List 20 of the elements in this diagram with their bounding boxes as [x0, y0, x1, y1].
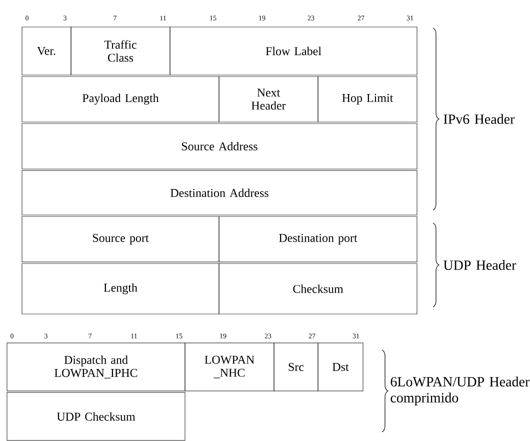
field-cell: Payload Length	[22, 76, 220, 122]
field-cell: Source Address	[22, 123, 418, 170]
field-cell: Dispatch and LOWPAN_IPHC	[6, 342, 186, 392]
field-cell: Dst	[318, 342, 364, 392]
header-label: 6LoWPAN/UDP Header comprimido	[390, 376, 530, 406]
field-cell: Traffic Class	[70, 26, 170, 76]
field-cell: Length	[22, 263, 220, 314]
field-cell: Flow Label	[170, 26, 418, 76]
field-cell: LOWPAN _NHC	[184, 342, 274, 392]
header-label: IPv6 Header	[444, 114, 515, 124]
field-cell: Next Header	[218, 76, 318, 122]
field-cell: Source port	[22, 216, 220, 262]
field-cell: Src	[274, 342, 318, 392]
field-cell: Ver.	[22, 26, 72, 76]
field-cell: UDP Checksum	[6, 392, 186, 441]
field-cell: Destination Address	[22, 170, 418, 216]
header-label: UDP Header	[444, 260, 516, 270]
field-cell: Destination port	[218, 216, 418, 262]
field-cell: Checksum	[218, 263, 418, 314]
field-cell: Hop Limit	[318, 76, 418, 122]
